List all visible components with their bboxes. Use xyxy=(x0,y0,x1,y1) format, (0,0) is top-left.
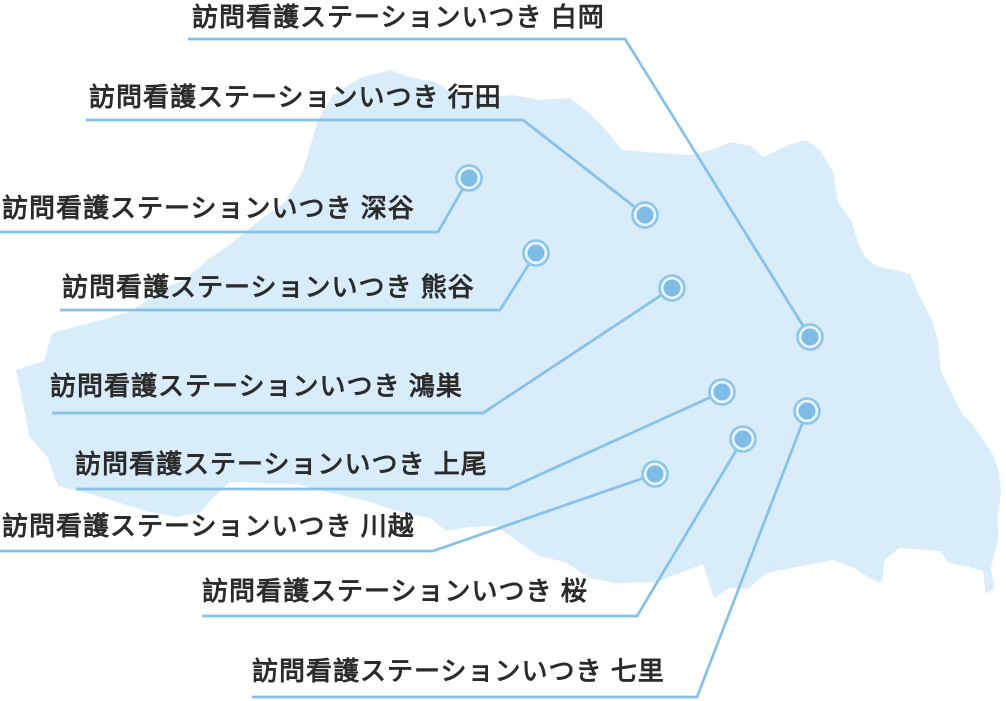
callout-line-fukaya xyxy=(0,177,471,234)
location-marker-dot-ageo xyxy=(713,383,731,401)
callout-lines-layer xyxy=(0,37,812,699)
location-marker-dot-gyoda xyxy=(636,206,654,224)
callout-line-shiraoka xyxy=(188,37,812,338)
callout-line-gyoda xyxy=(86,118,646,217)
location-markers-layer xyxy=(455,164,824,488)
location-marker-dot-fukaya xyxy=(460,169,478,187)
location-marker-dot-konosu xyxy=(663,279,681,297)
location-marker-dot-nanasato xyxy=(798,402,816,420)
location-marker-dot-shiraoka xyxy=(801,328,819,346)
location-marker-dot-kumagaya xyxy=(527,244,545,262)
callout-line-ageo xyxy=(76,390,723,491)
callout-line-kumagaya xyxy=(60,252,538,312)
location-marker-dot-kawagoe xyxy=(646,465,664,483)
callout-line-konosu xyxy=(52,286,673,415)
callout-line-nanasato xyxy=(252,410,809,699)
callout-line-sakura xyxy=(202,438,745,618)
location-marker-dot-sakura xyxy=(734,430,752,448)
callout-line-kawagoe xyxy=(0,472,656,553)
prefecture-silhouette xyxy=(16,70,1001,598)
